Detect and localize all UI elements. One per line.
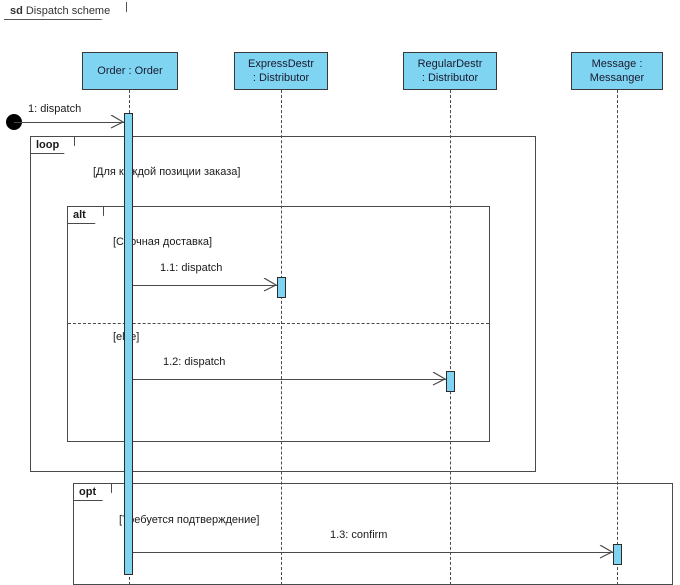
lifeline-label-order-line1: Order : Order: [97, 65, 163, 77]
message-line-1-dispatch[interactable]: [14, 122, 124, 123]
message-line-11-dispatch[interactable]: [133, 285, 277, 286]
message-line-13-confirm[interactable]: [133, 552, 613, 553]
fragment-opt-label: opt: [74, 484, 112, 501]
message-label-13-confirm: 1.3: confirm: [330, 529, 388, 541]
fragment-alt[interactable]: alt: [67, 206, 490, 442]
message-label-1-dispatch: 1: dispatch: [28, 103, 82, 115]
activation-bar-order[interactable]: [124, 113, 133, 575]
lifeline-label-express-line1: ExpressDestr: [247, 58, 315, 70]
message-label-11-dispatch: 1.1: dispatch: [160, 262, 223, 274]
arrowhead-11-dispatch: [263, 278, 277, 292]
fragment-loop-guard: [Для каждой позиции заказа]: [93, 166, 241, 178]
lifeline-stem-express: [281, 90, 282, 585]
lifeline-label-regular-line2: : Distributor: [421, 72, 479, 84]
arrowhead-1-dispatch: [110, 115, 124, 129]
lifeline-stem-regular: [450, 90, 451, 585]
lifeline-label-messenger-line2: Messanger: [589, 72, 645, 84]
lifeline-head-messenger[interactable]: Message : Messanger: [571, 52, 663, 90]
lifeline-head-express[interactable]: ExpressDestr : Distributor: [234, 52, 328, 90]
activation-bar-express[interactable]: [277, 277, 286, 298]
fragment-alt-guard: [Срочная доставка]: [113, 236, 213, 248]
lifeline-label-express-line2: : Distributor: [252, 72, 310, 84]
activation-bar-messenger[interactable]: [613, 544, 622, 565]
diagram-keyword: sd: [10, 5, 23, 17]
lifeline-head-regular[interactable]: RegularDestr : Distributor: [403, 52, 497, 90]
activation-bar-regular[interactable]: [446, 371, 455, 392]
arrowhead-13-confirm: [599, 545, 613, 559]
diagram-title: Dispatch scheme: [25, 5, 111, 17]
fragment-loop-label: loop: [31, 137, 75, 154]
lifeline-label-regular-line1: RegularDestr: [417, 58, 483, 70]
fragment-loop[interactable]: loop: [30, 136, 536, 472]
lifeline-label-messenger-line1: Message :: [591, 58, 643, 70]
fragment-alt-divider: [68, 323, 489, 324]
fragment-opt-guard: [Требуется подтверждение]: [119, 514, 260, 526]
message-label-12-dispatch: 1.2: dispatch: [163, 356, 226, 368]
lifeline-head-order[interactable]: Order : Order: [82, 52, 178, 90]
arrowhead-12-dispatch: [432, 372, 446, 386]
lifeline-stem-messenger: [617, 90, 618, 585]
message-line-12-dispatch[interactable]: [133, 379, 446, 380]
fragment-alt-label: alt: [68, 207, 104, 224]
